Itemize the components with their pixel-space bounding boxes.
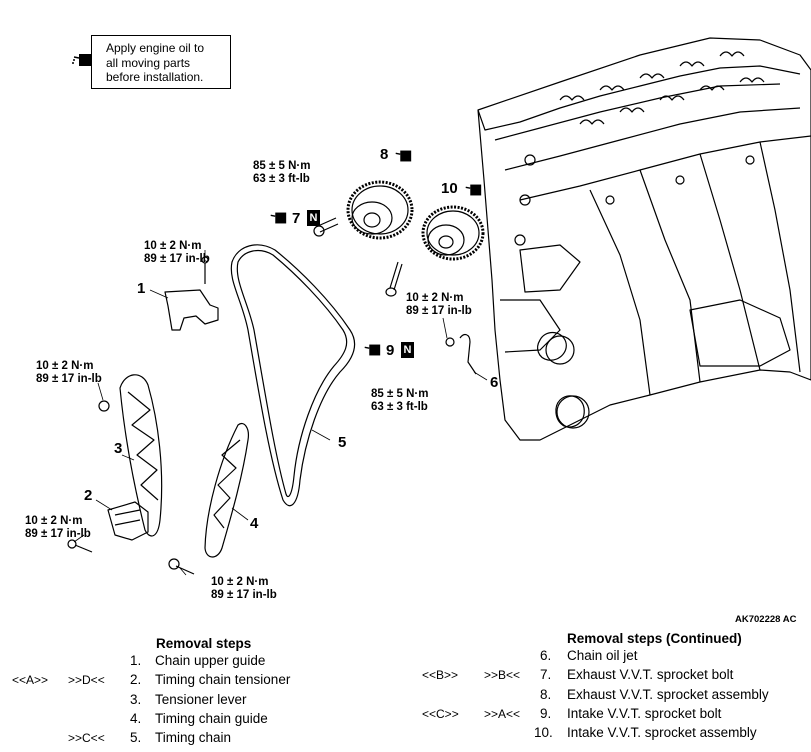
oil-note-text: Apply engine oil to all moving parts bef… [106, 41, 204, 85]
installation-service-code: >>D<< [68, 673, 105, 688]
torque-nm: 85 ± 5 N·m [371, 388, 429, 400]
callout-10: 10 [441, 180, 458, 197]
timing-chain-tensioner-illustration [67, 501, 149, 553]
step-number: 8. [540, 686, 552, 702]
step-number: 6. [540, 648, 552, 663]
removal-step-row: <<A>> >>D<< 2. Timing chain tensioner [0, 672, 811, 689]
timing-chain-illustration [230, 244, 355, 507]
intake-vvt-sprocket-illustration [421, 205, 485, 261]
step-label: Exhaust V.V.T. sprocket bolt [567, 667, 734, 683]
callout-1: 1 [137, 280, 146, 297]
engine-block-illustration [477, 37, 811, 441]
exploded-diagram [67, 37, 811, 576]
torque-inlb: 89 ± 17 in-lb [144, 253, 210, 265]
torque-spec-4: 10 ± 2 N·m 89 ± 17 in-lb [211, 576, 277, 602]
removal-step-row: 1. Chain upper guide [0, 653, 811, 670]
callout-9: 9 [386, 342, 395, 359]
new-part-mark: N [401, 342, 414, 358]
torque-ftlb: 63 ± 3 ft-lb [253, 173, 310, 185]
step-number: 5. [130, 730, 142, 746]
callout-6: 6 [490, 374, 499, 391]
removal-step-row: 4. Timing chain guide [0, 711, 811, 728]
callout-8: 8 [380, 146, 389, 163]
tensioner-lever-illustration [119, 374, 163, 537]
removal-steps-title: Removal steps [156, 636, 252, 651]
callout-4: 4 [250, 515, 259, 532]
step-number: 1. [130, 653, 142, 668]
step-label: Chain oil jet [567, 648, 638, 663]
step-label: Timing chain guide [155, 710, 268, 726]
removal-step-row: 3. Tensioner lever [0, 692, 811, 709]
torque-nm: 10 ± 2 N·m [211, 576, 269, 588]
oil-can-icon [395, 150, 412, 162]
removal-steps-continued-title: Removal steps (Continued) [567, 631, 742, 646]
torque-ftlb: 63 ± 3 ft-lb [371, 401, 428, 413]
leader-lines [73, 250, 488, 576]
oil-note-line: before installation. [106, 70, 204, 84]
step-number: 4. [130, 710, 142, 726]
step-label: Chain upper guide [155, 653, 266, 668]
removal-step-row: >>C<< 5. Timing chain [0, 730, 811, 747]
installation-service-code: >>C<< [68, 731, 105, 746]
chain-upper-guide-illustration [164, 256, 219, 331]
torque-spec-9: 85 ± 5 N·m 63 ± 3 ft-lb [371, 388, 428, 414]
step-label: Tensioner lever [155, 691, 247, 707]
removal-step-row: 8. Exhaust V.V.T. sprocket assembly [0, 687, 811, 704]
removal-service-code: <<A>> [12, 673, 49, 688]
step-number: 7. [540, 667, 552, 683]
callout-5: 5 [338, 434, 347, 451]
step-number: 9. [540, 705, 552, 721]
oil-note-line: Apply engine oil to [106, 41, 205, 55]
oil-can-icon [270, 212, 287, 224]
step-number: 2. [130, 672, 142, 688]
removal-step-row: <<B>> >>B<< 7. Exhaust V.V.T. sprocket bolt [0, 667, 811, 684]
installation-service-code: >>A<< [484, 706, 521, 721]
installation-service-code: >>B<< [484, 668, 521, 683]
timing-chain-guide-illustration [204, 422, 249, 558]
torque-nm: 10 ± 2 N·m [36, 360, 94, 372]
callout-2: 2 [84, 487, 93, 504]
removal-step-row: 6. Chain oil jet [0, 648, 811, 665]
step-label: Timing chain [155, 730, 232, 746]
removal-step-row: <<C>> >>A<< 9. Intake V.V.T. sprocket bolt [0, 706, 811, 723]
oil-can-icon [364, 344, 381, 356]
torque-nm: 85 ± 5 N·m [253, 160, 311, 172]
step-number: 3. [130, 691, 142, 707]
oil-can-icon [72, 54, 91, 66]
step-label: Intake V.V.T. sprocket bolt [567, 705, 722, 721]
removal-step-row: 10. Intake V.V.T. sprocket assembly [0, 725, 811, 742]
callout-3: 3 [114, 440, 123, 457]
torque-spec-3: 10 ± 2 N·m 89 ± 17 in-lb [36, 360, 102, 386]
oil-note-line: all moving parts [106, 55, 191, 70]
removal-service-code: <<B>> [422, 668, 459, 683]
torque-spec-7: 85 ± 5 N·m 63 ± 3 ft-lb [253, 160, 310, 186]
step-number: 10. [534, 725, 553, 741]
torque-nm: 10 ± 2 N·m [25, 515, 83, 527]
torque-nm: 10 ± 2 N·m [406, 292, 464, 304]
oil-can-icon [465, 184, 482, 196]
new-part-mark: N [307, 210, 320, 226]
bolts-illustration [98, 217, 455, 575]
torque-spec-2: 10 ± 2 N·m 89 ± 17 in-lb [25, 515, 91, 541]
torque-spec-6: 10 ± 2 N·m 89 ± 17 in-lb [406, 292, 472, 318]
figure-id: AK702228 AC [735, 614, 797, 625]
chain-oil-jet-illustration [459, 333, 477, 375]
step-label: Exhaust V.V.T. sprocket assembly [567, 686, 769, 702]
torque-inlb: 89 ± 17 in-lb [36, 373, 102, 385]
oil-note-box: Apply engine oil to all moving parts bef… [91, 35, 231, 89]
torque-spec-1: 10 ± 2 N·m 89 ± 17 in-lb [144, 240, 210, 266]
removal-service-code: <<C>> [422, 706, 459, 721]
callout-7: 7 [292, 210, 301, 227]
exhaust-vvt-sprocket-illustration [346, 180, 414, 240]
step-label: Intake V.V.T. sprocket assembly [567, 725, 757, 741]
torque-nm: 10 ± 2 N·m [144, 240, 202, 252]
torque-inlb: 89 ± 17 in-lb [25, 528, 91, 540]
step-label: Timing chain tensioner [155, 672, 291, 688]
torque-inlb: 89 ± 17 in-lb [406, 305, 472, 317]
torque-inlb: 89 ± 17 in-lb [211, 589, 277, 601]
